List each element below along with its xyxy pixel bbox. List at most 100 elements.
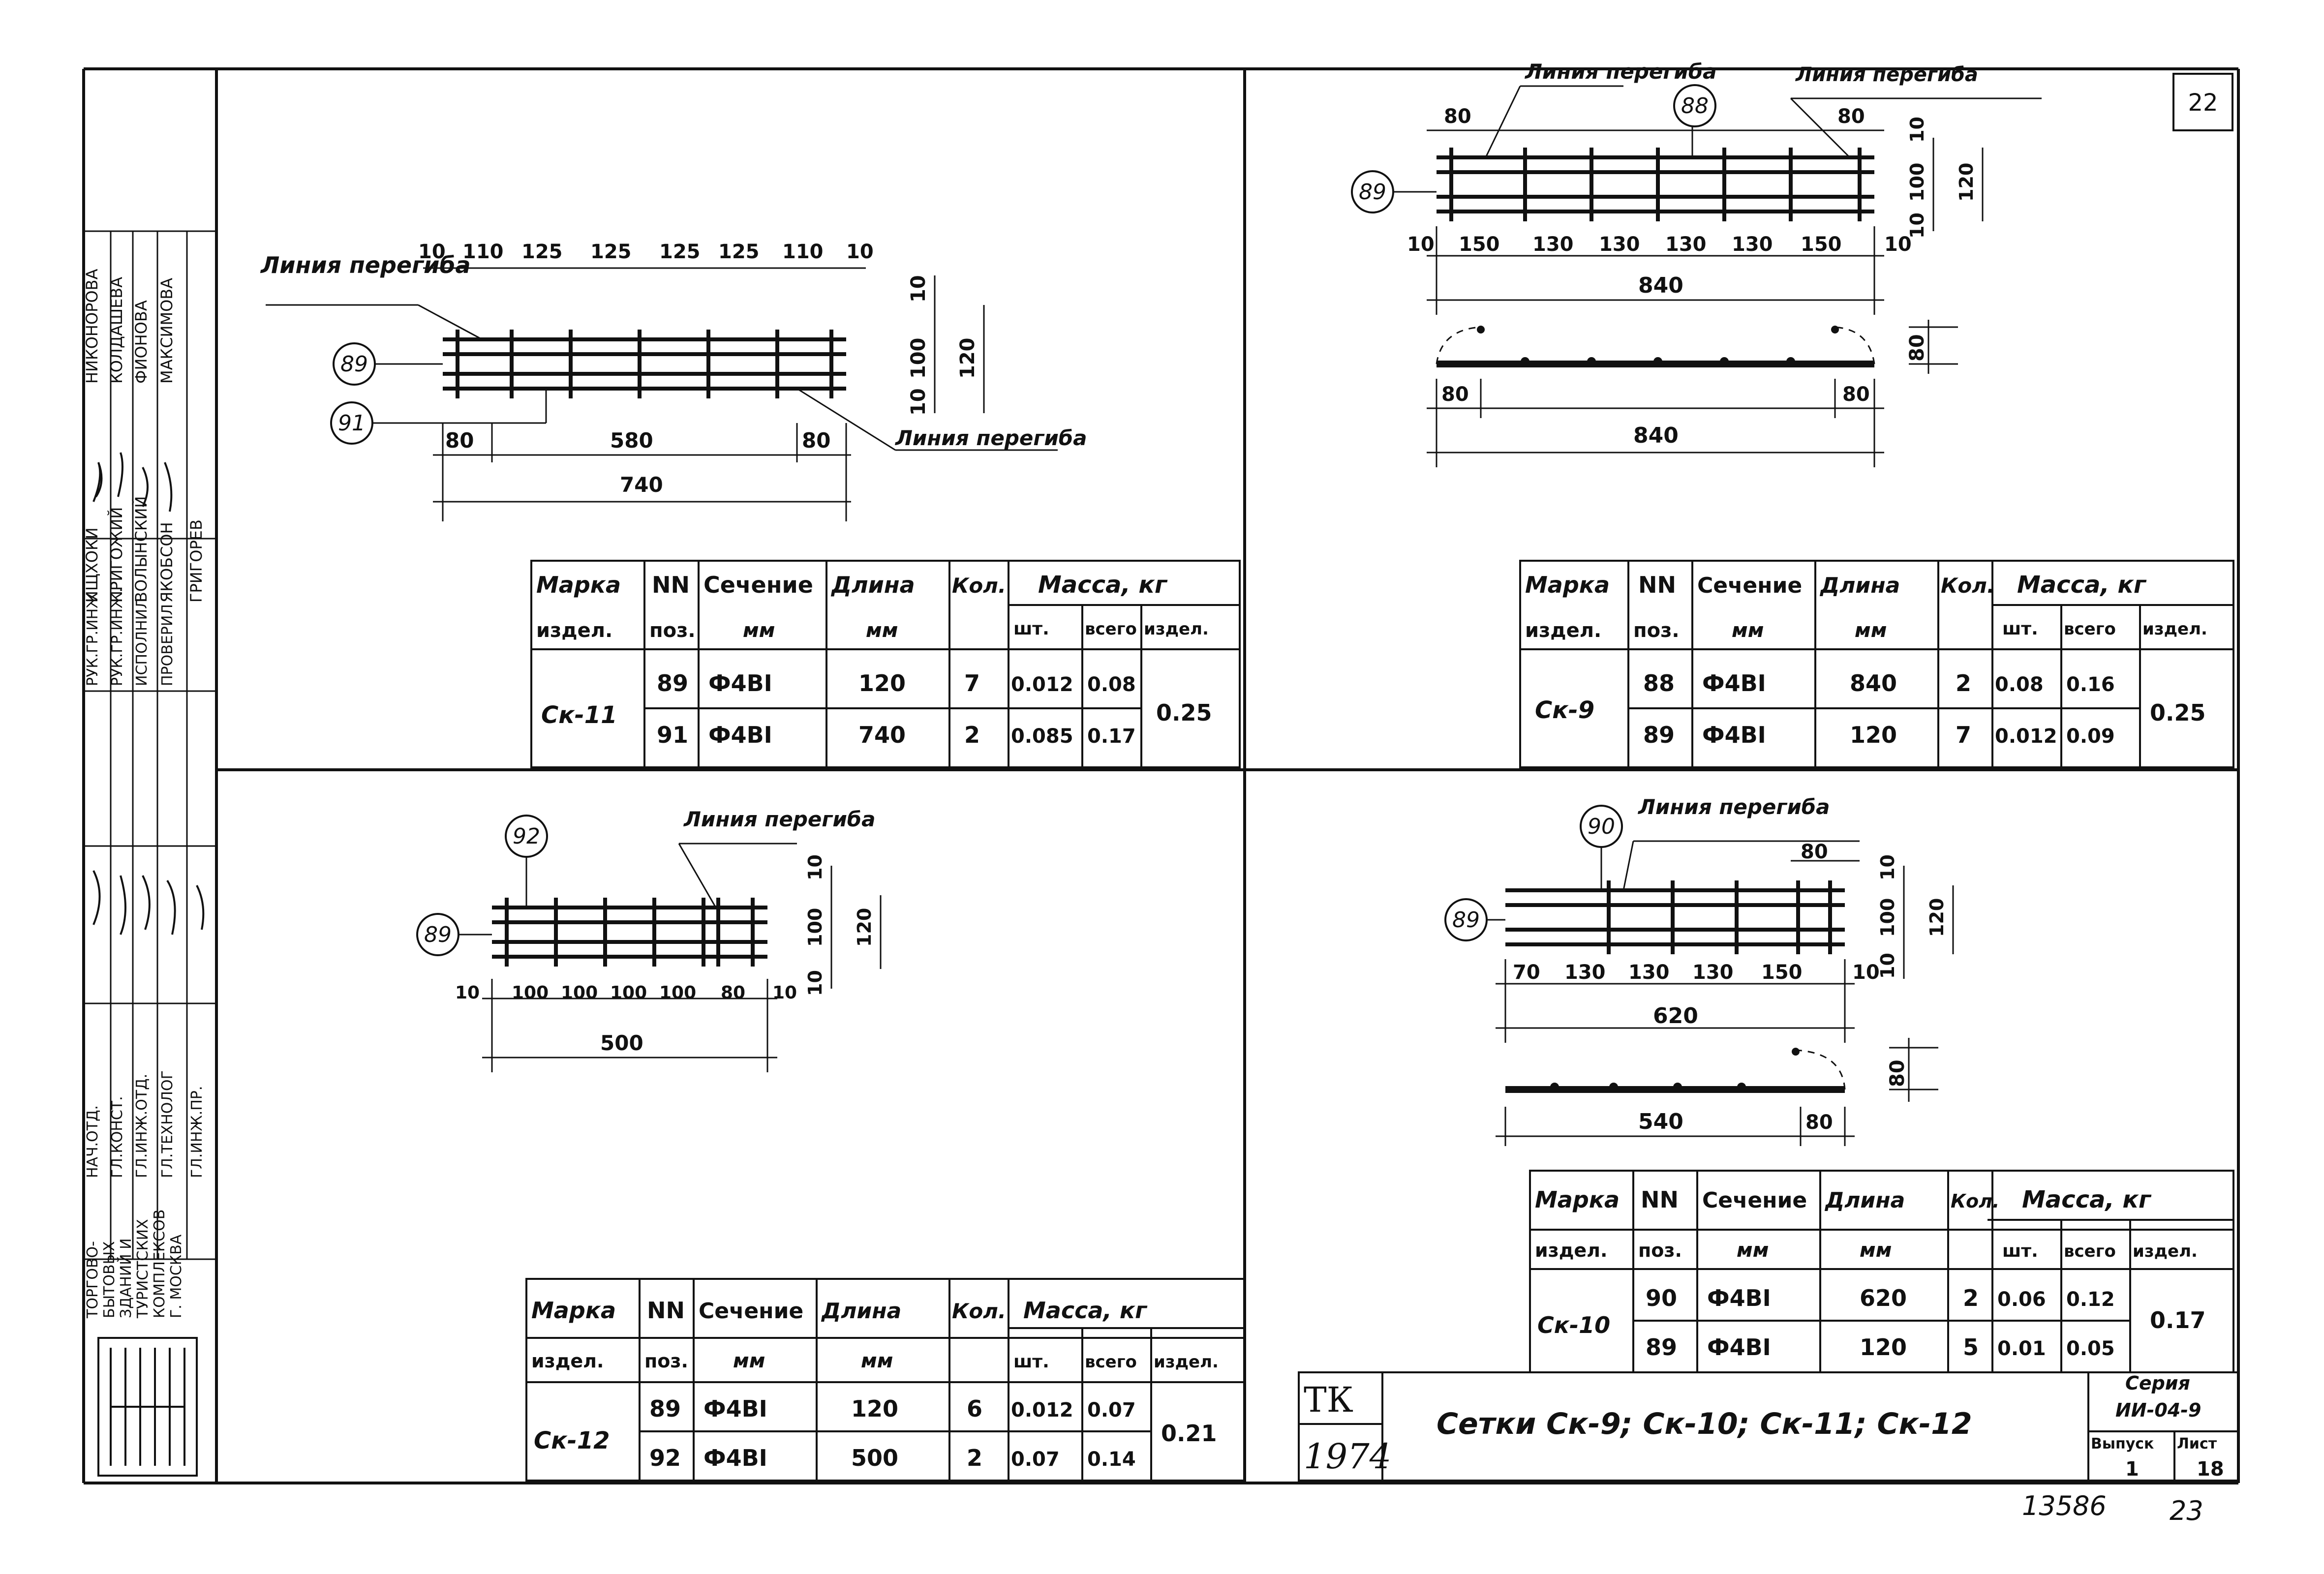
c11-r1-poz: 89 (657, 670, 688, 696)
c10-dim-right-1: 10 (1877, 854, 1898, 880)
c12-r2-poz: 92 (649, 1445, 681, 1471)
c10-total: 0.17 (2150, 1307, 2206, 1333)
c10-hdr-vsego: всего (2064, 1241, 2116, 1261)
c9-hdr-vsego: всего (2064, 619, 2116, 639)
signature-scribbles (92, 452, 205, 935)
c12-r2-sec: Ф4ВI (703, 1445, 767, 1471)
title-year: 1974 (1304, 1436, 1391, 1477)
stamp-position-1: НАЧ.ОТД. (84, 1105, 101, 1178)
c11-dim-right-2: 100 (907, 338, 930, 379)
stamp-name-a1: ИЩХОКИ (83, 527, 101, 603)
c12-dim-6: 80 (721, 983, 745, 1003)
sheet-label: Лист (2177, 1435, 2217, 1453)
series-value: ИИ-04-9 (2115, 1399, 2201, 1421)
c12-total: 0.21 (1161, 1420, 1217, 1447)
ciniiep-logo (97, 1337, 198, 1477)
c9-r2-qty: 7 (1956, 722, 1971, 748)
c9-r1-qty: 2 (1956, 670, 1971, 696)
c12-hdr-kol: Кол. (952, 1299, 1006, 1323)
c10-hdr-kol: Кол. (1951, 1190, 1999, 1212)
table-c12: Марка издел. NN поз. Сечение мм Длина мм… (525, 1278, 1246, 1482)
c10-r2-all: 0.05 (2066, 1337, 2115, 1360)
c9-dim-7: 150 (1801, 233, 1842, 256)
c10-hdr-sht: шт. (2002, 1241, 2038, 1261)
c11-hdr-sechenie: Сечение (703, 572, 813, 598)
stamp-org-line-3: ЗДАНИЙ И (117, 1238, 135, 1318)
c10-hdr-mm1: мм (1737, 1239, 1769, 1262)
c12-r1-sec: Ф4ВI (703, 1395, 767, 1422)
c9-total: 0.25 (2150, 699, 2206, 726)
c9-dim-6: 130 (1732, 233, 1773, 256)
c10-hdr-izd: издел. (2133, 1241, 2198, 1261)
c10-hdr-izdel: издел. (1535, 1240, 1607, 1261)
stamp-org-line-4: ТУРИСТСКИХ (134, 1219, 152, 1319)
c10-hdr-sechenie: Сечение (1702, 1188, 1807, 1213)
c12-hdr-izd: издел. (1154, 1352, 1219, 1372)
c12-r1-len: 120 (851, 1395, 898, 1422)
c11-dim-top-1: 10 (418, 241, 446, 263)
c11-mark-1: 89 (340, 352, 368, 377)
c12-hdr-marka: Марка (531, 1297, 616, 1324)
stamp-name-a2: ПРИГОЖИЙ (107, 507, 126, 603)
mesh-c11-drawing: 10 110 125 125 125 125 110 10 10 100 10 … (260, 241, 1087, 521)
c10-dim-1: 70 (1513, 961, 1540, 984)
title-block: ТК 1974 Сетки Ск-9; Ск-10; Ск-11; Ск-12 … (1298, 1371, 2239, 1482)
c10-r1-qty: 2 (1963, 1285, 1979, 1311)
stamp-position-3: ГЛ.ИНЖ.ОТД. (133, 1074, 151, 1178)
c9-hdr-massa: Масса, кг (2017, 571, 2147, 599)
stamp-role-1: РУК.ГР.ИНЖ (84, 593, 101, 686)
c9-dim-top-left: 80 (1444, 105, 1471, 128)
c10-r2-sec: Ф4ВI (1707, 1334, 1771, 1361)
c11-r2-one: 0.085 (1011, 725, 1073, 748)
c9-hdr-mm1: мм (1732, 619, 1764, 642)
c11-r2-sec: Ф4ВI (708, 722, 772, 748)
c12-hdr-sechenie: Сечение (699, 1299, 803, 1324)
stamp-org-line-6: Г. МОСКВА (168, 1234, 185, 1318)
c11-dim-top-2: 110 (462, 241, 504, 263)
c11-dim-bottom-2: 580 (610, 428, 653, 453)
c11-dim-top-4: 125 (590, 241, 632, 263)
c11-dim-bottom-3: 80 (802, 428, 830, 453)
c10-hdr-marka: Марка (1535, 1186, 1620, 1213)
c9-r1-poz: 88 (1643, 670, 1675, 696)
sheet-number-box: 22 (2172, 73, 2233, 131)
c10-dim-3: 130 (1628, 961, 1670, 984)
c11-r1-qty: 7 (964, 670, 980, 696)
title-tk: ТК (1304, 1380, 1353, 1420)
c9-r1-sec: Ф4ВI (1702, 670, 1766, 696)
stamp-role-4: ПРОВЕРИЛ (159, 604, 176, 686)
c9-dim-1: 10 (1407, 233, 1435, 256)
c12-r1-all: 0.07 (1087, 1399, 1136, 1422)
c11-r1-len: 120 (858, 670, 906, 696)
stamp-name-a3: ВОЛЫНСКИЙ (132, 496, 151, 603)
c11-r2-qty: 2 (964, 722, 980, 748)
mesh-c10-drawing: 90 89 Линия перегиба 80 70 130 130 130 1… (1444, 795, 1954, 1146)
c11-mark: Ск-11 (541, 701, 617, 729)
stamp-role-2: РУК.ГР.ИНЖ. (109, 588, 126, 686)
c11-dim-top-6: 125 (718, 241, 760, 263)
c11-hdr-vsego: всего (1085, 619, 1137, 639)
c11-r1-all: 0.08 (1087, 673, 1136, 696)
c11-r1-one: 0.012 (1011, 673, 1073, 696)
c9-dim-5: 130 (1665, 233, 1707, 256)
c11-hdr-mm1: мм (743, 619, 775, 642)
c10-dim-4: 130 (1692, 961, 1734, 984)
table-c11: Марка издел. NN поз. Сечение мм Длина мм… (530, 560, 1241, 768)
c9-hdr-izd: издел. (2142, 619, 2207, 639)
c9-hdr-marka: Марка (1525, 572, 1610, 598)
c12-hdr-dlina: Длина (821, 1299, 901, 1324)
c10-dim-top: 80 (1801, 841, 1828, 863)
c10-r1-poz: 90 (1646, 1285, 1677, 1311)
stamp-name-a5: ГРИГОРЕВ (187, 519, 206, 603)
c11-hdr-dlina: Длина (830, 572, 915, 598)
c9-bent-dim-left: 80 (1441, 383, 1469, 406)
c12-r2-one: 0.07 (1011, 1448, 1060, 1471)
c12-hdr-mm2: мм (861, 1350, 893, 1372)
c10-bend-height: 80 (1886, 1059, 1909, 1087)
c10-dim-right-3: 10 (1877, 953, 1898, 979)
c10-dim-right-2: 100 (1877, 898, 1898, 937)
series-label: Серия (2125, 1372, 2190, 1394)
c9-hdr-poz: поз. (1633, 619, 1680, 642)
stamp-name-b1: НИКОНОРОВА (83, 269, 101, 384)
c9-hdr-nn: NN (1638, 572, 1676, 598)
